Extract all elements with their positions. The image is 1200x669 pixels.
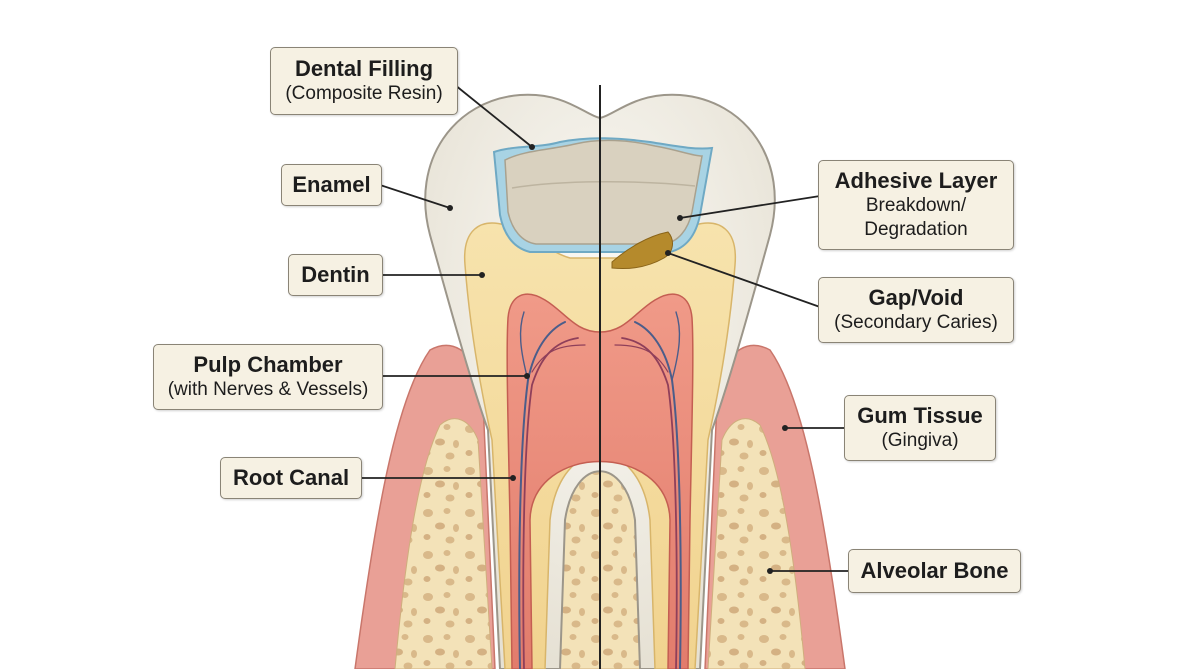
label-enamel: Enamel (281, 164, 382, 206)
label-dentin: Dentin (288, 254, 383, 296)
dental-filling (504, 139, 703, 245)
alveolar-bone-left (394, 418, 493, 669)
alveolar-bone-right (707, 418, 806, 669)
label-title: Alveolar Bone (860, 558, 1009, 583)
label-title: Adhesive Layer (834, 168, 998, 193)
label-gum-tissue: Gum Tissue (Gingiva) (844, 395, 996, 461)
label-subtitle: (with Nerves & Vessels) (167, 379, 369, 400)
label-title: Dentin (301, 262, 370, 287)
label-pulp-chamber: Pulp Chamber (with Nerves & Vessels) (153, 344, 383, 410)
label-title: Gum Tissue (857, 403, 983, 428)
leader-dots (447, 144, 788, 574)
label-title: Gap/Void (868, 285, 964, 310)
label-dental-filling: Dental Filling (Composite Resin) (270, 47, 458, 115)
label-title: Dental Filling (294, 56, 434, 81)
label-title: Pulp Chamber (193, 352, 343, 377)
label-title: Root Canal (232, 465, 350, 490)
label-alveolar-bone: Alveolar Bone (848, 549, 1021, 593)
label-subtitle: (Composite Resin) (285, 83, 443, 104)
label-root-canal: Root Canal (220, 457, 362, 499)
leader-lines (362, 84, 848, 572)
label-subtitle-line-2: Degradation (864, 219, 968, 240)
gap-void-decay (611, 231, 673, 269)
label-title: Enamel (292, 172, 371, 197)
label-adhesive-layer: Adhesive Layer Breakdown/ Degradation (818, 160, 1014, 250)
label-subtitle: (Secondary Caries) (834, 312, 998, 333)
label-gap-void: Gap/Void (Secondary Caries) (818, 277, 1014, 343)
label-subtitle: (Gingiva) (881, 430, 959, 451)
pulp-chamber (506, 293, 694, 669)
nerves-and-vessels (518, 311, 682, 669)
label-subtitle-line-1: Breakdown/ (865, 195, 967, 216)
